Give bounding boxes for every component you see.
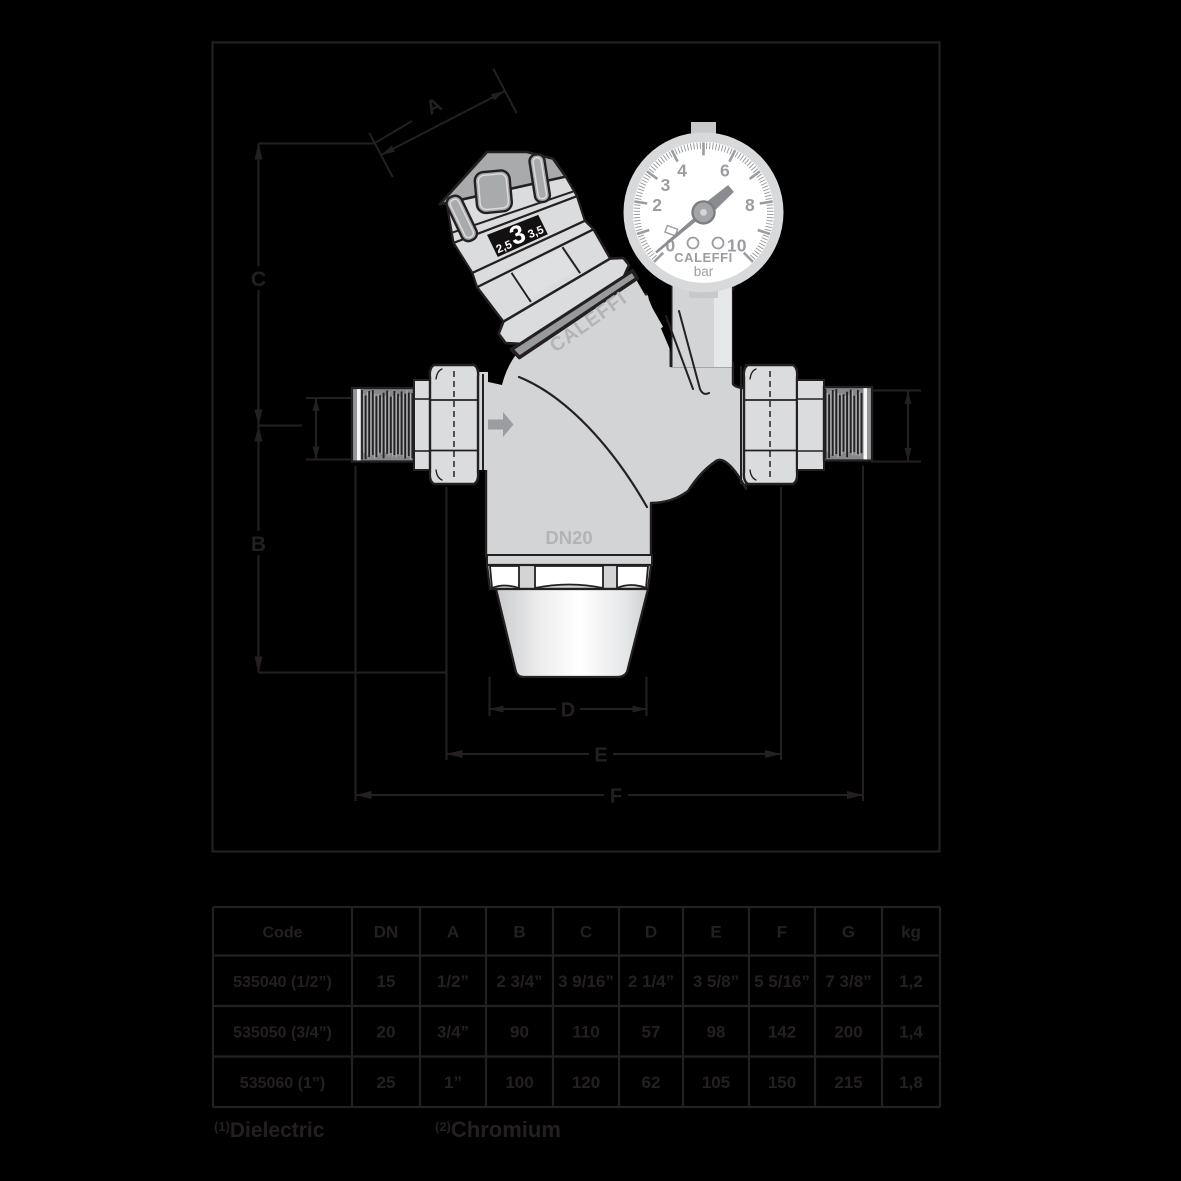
svg-text:1”: 1”: [444, 1073, 462, 1092]
svg-text:1,4: 1,4: [899, 1022, 923, 1041]
svg-text:2 1/4”: 2 1/4”: [628, 972, 674, 991]
svg-text:C: C: [251, 268, 266, 291]
svg-text:1,8: 1,8: [899, 1073, 923, 1092]
svg-text:0: 0: [665, 236, 675, 256]
svg-text:535040 (1/2”): 535040 (1/2”): [233, 974, 332, 991]
svg-text:15: 15: [377, 972, 396, 991]
svg-text:3: 3: [661, 175, 671, 195]
svg-text:DN: DN: [374, 922, 399, 941]
svg-text:6: 6: [720, 161, 730, 181]
svg-text:215: 215: [834, 1073, 862, 1092]
svg-text:535050 (3/4”): 535050 (3/4”): [233, 1024, 332, 1041]
svg-text:142: 142: [768, 1022, 796, 1041]
svg-text:4: 4: [677, 161, 687, 181]
svg-text:kg: kg: [901, 922, 921, 941]
svg-text:G: G: [842, 922, 855, 941]
svg-text:(2)Chromium: (2)Chromium: [435, 1117, 561, 1142]
svg-text:E: E: [710, 922, 721, 941]
svg-text:3 9/16”: 3 9/16”: [558, 972, 614, 991]
svg-text:D: D: [645, 922, 657, 941]
svg-text:8: 8: [745, 195, 755, 215]
svg-text:1/2”: 1/2”: [437, 972, 469, 991]
svg-text:F: F: [610, 786, 622, 808]
svg-text:120: 120: [572, 1073, 600, 1092]
svg-text:25: 25: [377, 1073, 396, 1092]
svg-text:3 5/8”: 3 5/8”: [693, 972, 739, 991]
svg-text:C: C: [580, 922, 592, 941]
svg-text:2,5: 2,5: [495, 239, 515, 256]
svg-text:bar: bar: [694, 264, 714, 279]
svg-text:150: 150: [768, 1073, 796, 1092]
svg-text:A: A: [447, 922, 459, 941]
svg-text:A: A: [423, 94, 446, 120]
svg-text:105: 105: [702, 1073, 730, 1092]
svg-text:20: 20: [377, 1022, 396, 1041]
svg-text:1,2: 1,2: [899, 972, 923, 991]
svg-text:5 5/16”: 5 5/16”: [754, 972, 810, 991]
svg-text:CALEFFI: CALEFFI: [674, 250, 732, 265]
svg-text:(1)Dielectric: (1)Dielectric: [214, 1119, 325, 1142]
svg-text:2: 2: [652, 195, 662, 215]
svg-text:98: 98: [707, 1022, 726, 1041]
svg-text:2 3/4”: 2 3/4”: [496, 972, 542, 991]
svg-text:62: 62: [642, 1073, 661, 1092]
svg-text:DN20: DN20: [545, 527, 592, 548]
svg-text:90: 90: [510, 1022, 529, 1041]
svg-text:110: 110: [572, 1022, 599, 1041]
svg-text:B: B: [251, 533, 266, 556]
svg-text:100: 100: [505, 1073, 533, 1092]
svg-text:B: B: [513, 922, 525, 941]
svg-text:3/4”: 3/4”: [437, 1022, 469, 1041]
svg-text:7 3/8”: 7 3/8”: [825, 972, 871, 991]
svg-text:10: 10: [727, 236, 747, 256]
svg-text:57: 57: [642, 1022, 661, 1041]
svg-text:535060 (1”): 535060 (1”): [240, 1075, 325, 1092]
svg-text:F: F: [777, 922, 787, 941]
svg-text:D: D: [561, 700, 575, 722]
svg-text:E: E: [594, 745, 607, 767]
svg-text:200: 200: [834, 1022, 862, 1041]
svg-text:Code: Code: [263, 924, 303, 941]
svg-text:3,5: 3,5: [526, 224, 546, 241]
